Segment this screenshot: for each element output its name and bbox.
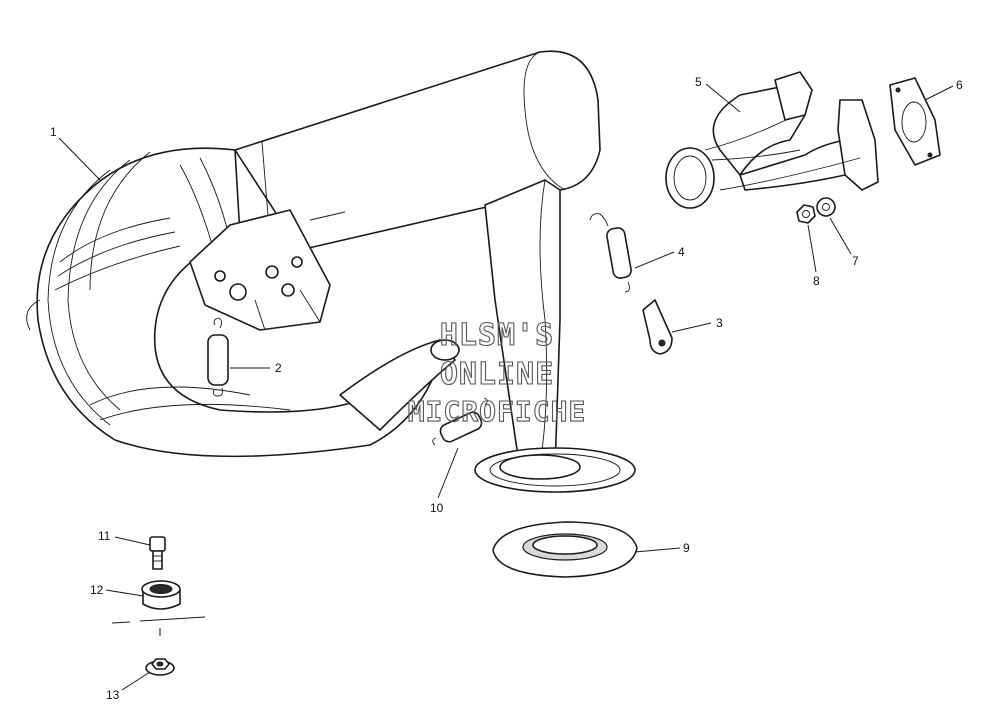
part-11-bolt [149,536,166,570]
leader-lines [58,83,954,691]
callout-2: 2 [275,361,282,375]
part-10-spring [432,397,488,446]
callout-labels: 1 2 3 4 5 6 7 8 9 10 11 12 13 [50,75,963,702]
part-2-spring [207,317,229,397]
part-9-grommet [492,521,638,578]
callout-11: 11 [98,529,111,543]
callout-6: 6 [956,78,963,92]
part-13-nut [145,658,175,676]
part-8-nut [796,204,816,224]
part-5-manifold [665,71,879,209]
callout-9: 9 [683,541,690,555]
callout-12: 12 [90,583,104,597]
callout-13: 13 [106,688,120,702]
part-4-spring [589,213,632,293]
assembly-axis [111,616,206,636]
callout-7: 7 [852,254,859,268]
callout-5: 5 [695,75,702,89]
watermark: HLSM'S ONLINE MICROFICHE [407,317,587,428]
part-12-bushing [141,580,181,610]
callout-3: 3 [716,316,723,330]
part-7-washer [816,197,836,217]
part-6-gasket [889,77,941,166]
watermark-line-1: HLSM'S [440,318,554,353]
callout-4: 4 [678,245,685,259]
watermark-line-3: MICROFICHE [408,395,587,428]
callout-8: 8 [813,274,820,288]
callout-10: 10 [430,501,444,515]
watermark-line-2: ONLINE [440,357,554,392]
tail-pipe [474,179,636,493]
part-3-clip [642,299,673,355]
callout-1: 1 [50,125,57,139]
